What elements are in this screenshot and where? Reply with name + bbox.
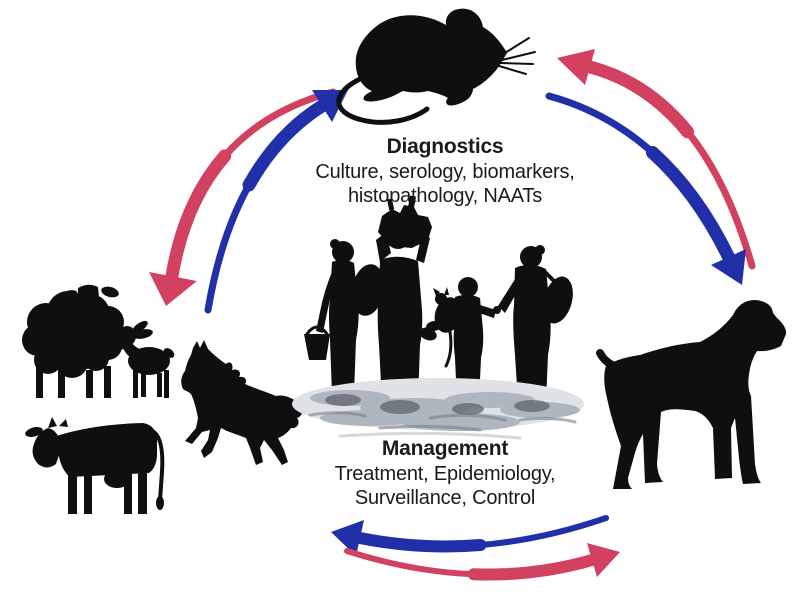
diagnostics-line-1: Culture, serology, biomarkers,	[315, 161, 575, 183]
management-line-1: Treatment, Epidemiology,	[334, 463, 556, 485]
overhead-bundle	[378, 205, 432, 248]
floodwater-ripples	[292, 378, 584, 440]
red-arrow-to-dog-icon	[344, 543, 620, 581]
red-arrow-to-livestock-icon	[149, 88, 337, 306]
woman-with-bucket-silhouette	[304, 239, 385, 394]
sheep-legs	[36, 366, 111, 398]
diagnostics-heading: Diagnostics	[386, 135, 504, 158]
management-line-2: Surveillance, Control	[354, 487, 536, 509]
man-carrying-belongings-silhouette	[376, 195, 442, 402]
cow-silhouette-icon	[25, 417, 165, 514]
lamb-legs	[133, 370, 169, 398]
dog-silhouette-icon	[596, 300, 787, 489]
cow-tail	[152, 430, 165, 502]
people-wading-floodwater-icon	[292, 195, 584, 440]
joined-hands	[493, 306, 501, 314]
arrow-arc-livestock-dog	[331, 515, 620, 581]
blue-arrow-to-dog-icon	[545, 92, 746, 285]
management-label: Management Treatment, Epidemiology, Surv…	[245, 436, 645, 510]
rat-whiskers	[498, 37, 536, 75]
sheep-silhouette-icon	[22, 284, 129, 398]
cow-udder	[104, 470, 130, 488]
child-holding-pet-silhouette	[433, 277, 496, 402]
red-arrow-to-rodent-icon	[557, 49, 756, 270]
pet-tail	[444, 330, 453, 368]
horse-silhouette-icon	[181, 340, 303, 465]
arrow-arc-livestock-rodent	[149, 88, 348, 314]
diagnostics-label: Diagnostics Culture, serology, biomarker…	[245, 134, 645, 208]
woman-with-shoulder-bag-silhouette	[493, 245, 573, 402]
arrow-arc-rodent-dog	[545, 49, 756, 285]
blue-arrow-to-livestock-icon	[331, 515, 609, 556]
rat-silhouette-icon	[336, 8, 536, 125]
lamb-silhouette-icon	[117, 320, 175, 398]
cow-legs	[68, 470, 147, 514]
bucket	[304, 334, 330, 360]
rat-tail	[336, 75, 430, 125]
management-heading: Management	[381, 437, 509, 460]
livestock-silhouettes-icon	[22, 284, 303, 514]
diagnostics-line-2: histopathology, NAATs	[347, 185, 543, 207]
